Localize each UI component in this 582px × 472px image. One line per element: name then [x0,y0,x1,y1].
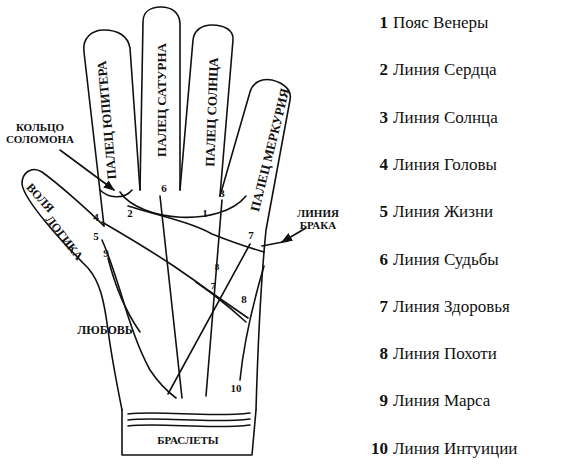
legend-number: 5 [380,203,389,220]
callout-number: 7 [248,230,254,242]
solomon-ring [100,190,132,197]
legend-number: 1 [380,14,389,31]
finger-label: ПАЛЕЦ МЕРКУРИЯ [248,87,292,213]
legend-number: 2 [380,61,389,78]
finger-label: ПАЛЕЦ ЮПИТЕРА [95,60,119,180]
finger-label: ПАЛЕЦ СОЛНЦА [203,57,220,167]
legend-number: 10 [371,440,388,457]
girdle-of-venus [120,192,246,217]
legend-text: Линия Марса [393,392,490,409]
legend-text: Линия Интуиции [393,440,517,457]
zone-label: ЛОГИКА [43,213,85,262]
finger-outline [84,30,140,226]
legend-number: 3 [380,109,389,126]
callout-number: 9 [103,248,109,260]
bracelet-line [128,413,250,415]
life-line [102,240,176,398]
part-label: КОЛЬЦО СОЛОМОНА [5,122,75,145]
legend-number: 8 [380,345,389,362]
zone-label: ЛЮБОВЬ [77,324,133,337]
callout-number: 4 [93,212,99,224]
callout-number: 8 [215,263,220,272]
health-line [168,244,250,394]
fate-line [160,196,182,398]
legend-number: 7 [380,298,389,315]
callout-number: 1 [202,208,208,220]
legend-text: Линия Похоти [393,345,497,362]
callout-number: 10 [231,383,242,395]
wrist-label: БРАСЛЕТЫ [157,435,218,447]
legend-text: Линия Сердца [393,61,497,78]
callout-number: 5 [93,231,99,243]
legend-text: Линия Головы [393,156,497,173]
finger-outline [180,25,233,196]
bracelet-line [128,425,250,427]
part-label: ЛИНИЯ БРАКА [293,208,343,231]
hand-outline [22,170,122,410]
legend-text: Линия Солнца [393,109,498,126]
legend-text: Линия Жизни [393,203,493,220]
legend-number: 6 [380,251,389,268]
callout-number: 2 [127,208,133,220]
head-line [102,222,246,322]
marriage-line [262,241,288,246]
legend-number: 4 [380,156,389,173]
legend-text: Линия Здоровья [393,298,510,315]
legend-number: 9 [380,392,389,409]
finger-label: ПАЛЕЦ САТУРНА [155,43,169,157]
finger-outline [140,7,180,190]
bracelet-line [128,419,250,421]
lust-line [196,282,248,318]
legend-text: Линия Судьбы [393,251,499,268]
wrist-outline [122,410,256,455]
callout-number: 6 [161,183,167,195]
heart-line [128,206,264,252]
legend-text: Пояс Венеры [393,14,489,31]
callout-number: 3 [219,188,225,200]
intuition-line [240,266,264,380]
mars-line [108,258,140,332]
callout-number: 7 [211,282,216,291]
callout-number: 8 [241,294,247,306]
